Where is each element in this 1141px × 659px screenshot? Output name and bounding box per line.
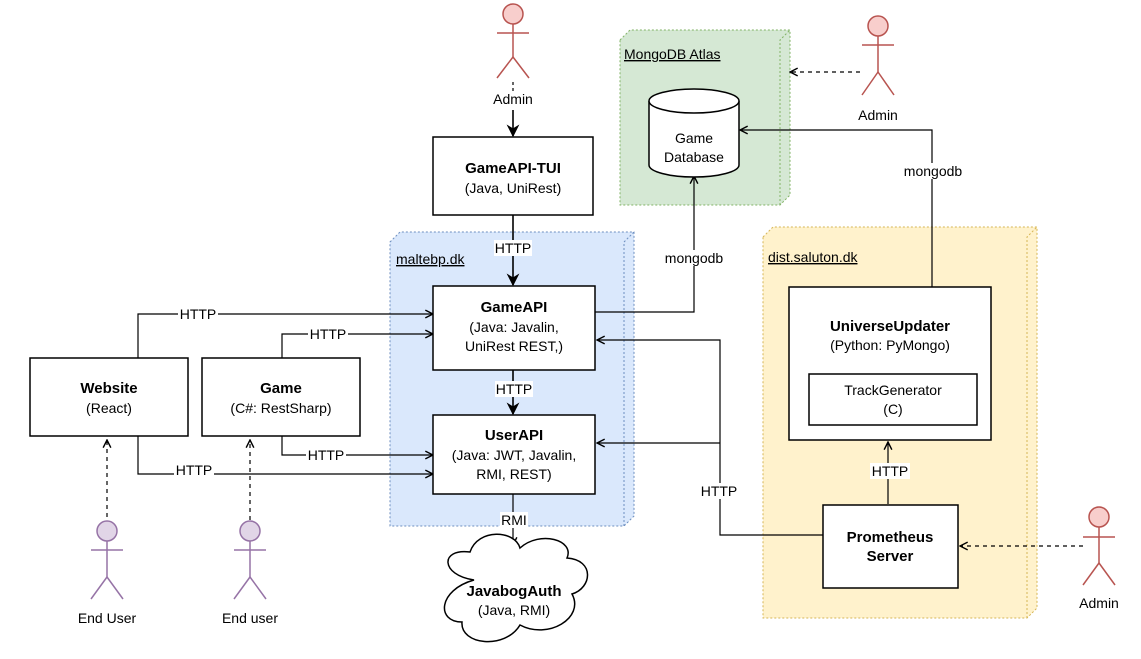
userapi-line2: RMI, REST) [476,466,551,482]
actor-end-user-game [233,520,267,600]
gameapi-line2: UniRest REST,) [465,338,563,354]
edge-label-prometheus-apis: HTTP [701,483,738,499]
zone-dist-saluton-label: dist.saluton.dk [768,249,858,265]
gameapi-tui-title: GameAPI-TUI [465,160,561,177]
edge-label-game-gameapi: HTTP [310,326,347,342]
javabogauth-title: JavabogAuth [466,583,561,600]
node-track-generator: TrackGenerator (C) [808,373,978,426]
edge-website-to-userapi [137,436,433,474]
game-title: Game [260,380,302,397]
node-javabogauth: JavabogAuth (Java, RMI) [443,533,589,643]
edge-label-tui-gameapi: HTTP [495,240,532,256]
actor-admin-prometheus [1082,506,1116,586]
userapi-line1: (Java: JWT, Javalin, [452,447,576,463]
node-website: Website (React) [29,357,189,437]
game-database-line2: Database [664,149,724,165]
actor-end-user-game-label: End user [222,610,278,626]
universe-updater-title: UniverseUpdater [830,318,950,335]
actor-admin-mongo-label: Admin [858,107,898,123]
node-prometheus: Prometheus Server [822,504,959,589]
universe-updater-subtitle: (Python: PyMongo) [830,337,950,353]
node-gameapi-tui: GameAPI-TUI (Java, UniRest) [432,136,594,216]
edge-prometheus-to-gameapi [597,340,823,536]
actor-admin-prometheus-label: Admin [1079,595,1119,611]
actor-admin-mongo [861,15,895,96]
node-game: Game (C#: RestSharp) [201,357,361,437]
prometheus-line1: Prometheus [847,529,934,546]
edge-label-gameapi-userapi: HTTP [496,381,533,397]
edge-label-prometheus-universe: HTTP [872,463,909,479]
game-subtitle: (C#: RestSharp) [230,400,331,416]
node-game-database: Game Database [648,88,740,178]
userapi-title: UserAPI [485,427,543,444]
website-subtitle: (React) [86,400,132,416]
actor-admin-top [496,3,530,79]
track-generator-line1: TrackGenerator [844,382,942,398]
gameapi-tui-subtitle: (Java, UniRest) [465,180,561,196]
node-gameapi: GameAPI (Java: Javalin, UniRest REST,) [432,285,596,371]
edge-label-universe-mongo: mongodb [904,163,963,179]
edge-universe-to-mongo [740,130,933,287]
track-generator-line2: (C) [883,401,902,417]
actor-end-user-website-label: End User [78,610,137,626]
javabogauth-subtitle: (Java, RMI) [478,602,550,618]
game-database-line1: Game [675,130,713,146]
edge-website-to-gameapi [137,314,433,358]
zone-maltebp-label: maltebp.dk [396,251,465,267]
actor-admin-top-label: Admin [493,91,533,107]
edge-label-website-userapi: HTTP [176,462,213,478]
gameapi-line1: (Java: Javalin, [469,319,558,335]
prometheus-line2: Server [867,548,914,565]
edge-game-to-userapi [281,436,433,455]
edge-label-gameapi-mongo: mongodb [665,250,724,266]
edge-label-game-userapi: HTTP [308,447,345,463]
gameapi-title: GameAPI [481,299,548,316]
edge-game-to-gameapi [281,334,433,358]
edge-gameapi-to-mongo [595,176,694,313]
node-userapi: UserAPI (Java: JWT, Javalin, RMI, REST) [432,414,596,495]
zone-mongodb-atlas-label: MongoDB Atlas [624,46,721,62]
website-title: Website [80,380,137,397]
actor-end-user-website [90,520,124,600]
edge-label-website-gameapi: HTTP [180,306,217,322]
edge-label-userapi-auth: RMI [501,512,527,528]
